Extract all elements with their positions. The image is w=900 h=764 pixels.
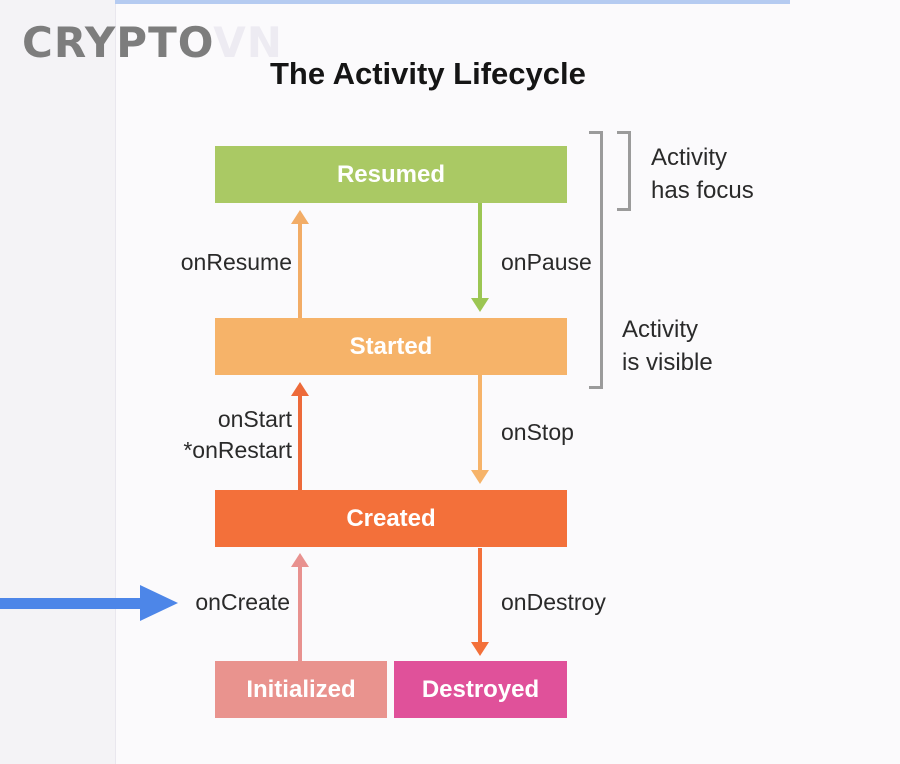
ondestroy-arrow-down xyxy=(469,548,491,656)
state-label-resumed: Resumed xyxy=(336,160,446,188)
state-label-destroyed: Destroyed xyxy=(421,675,540,703)
watermark-logo: CRYPTOVN xyxy=(22,18,283,67)
ondestroy-label: onDestroy xyxy=(501,589,606,615)
onstart-label-line1: onStart xyxy=(217,406,292,432)
slide-background xyxy=(115,0,900,764)
arrow-head-up-icon xyxy=(291,382,309,396)
state-box-created: Created xyxy=(215,490,567,547)
arrow-head-up-icon xyxy=(291,210,309,224)
onstop-arrow-down xyxy=(469,375,491,484)
onstop-label: onStop xyxy=(501,419,574,445)
onstart-arrow-up xyxy=(289,382,311,490)
bracket-is-visible xyxy=(589,131,603,389)
state-box-started: Started xyxy=(215,318,567,375)
onstart-label-line2: *onRestart xyxy=(183,437,292,463)
state-box-destroyed: Destroyed xyxy=(394,661,567,718)
arrow-head-down-icon xyxy=(471,470,489,484)
slide-left-edge xyxy=(115,0,116,764)
state-box-resumed: Resumed xyxy=(215,146,567,203)
onpause-arrow-down xyxy=(469,203,491,312)
annotation-is-visible-line1: Activity xyxy=(622,316,699,343)
arrow-head-down-icon xyxy=(471,298,489,312)
state-box-initialized: Initialized xyxy=(215,661,387,718)
annotation-is-visible-line2: is visible xyxy=(622,349,713,376)
annotation-is-visible: Activity is visible xyxy=(622,313,713,379)
logo-part-vn: VN xyxy=(213,18,283,67)
arrow-head-up-icon xyxy=(291,553,309,567)
state-label-started: Started xyxy=(349,332,433,360)
annotation-has-focus: Activity has focus xyxy=(651,141,754,207)
onresume-arrow-up xyxy=(289,210,311,318)
onstart-label: onStart *onRestart xyxy=(183,404,292,466)
state-label-initialized: Initialized xyxy=(246,675,356,703)
oncreate-arrow-up xyxy=(289,553,311,661)
annotation-has-focus-line1: Activity xyxy=(651,144,728,171)
arrow-head-down-icon xyxy=(471,642,489,656)
state-label-created: Created xyxy=(346,504,436,532)
onresume-label: onResume xyxy=(180,249,292,275)
annotation-has-focus-line2: has focus xyxy=(651,177,754,204)
onpause-label: onPause xyxy=(501,249,592,275)
logo-part-crypto: CRYPTO xyxy=(22,18,214,67)
page-title: The Activity Lifecycle xyxy=(270,56,586,91)
top-accent-line xyxy=(115,0,790,4)
oncreate-label: onCreate xyxy=(195,589,290,615)
bracket-has-focus xyxy=(617,131,631,211)
pointer-arrow-icon xyxy=(0,585,178,621)
